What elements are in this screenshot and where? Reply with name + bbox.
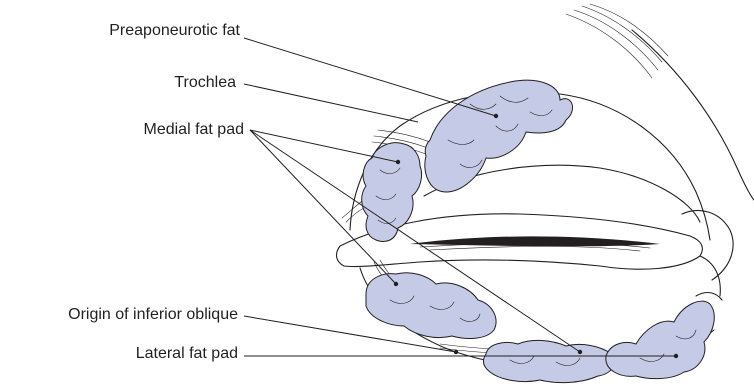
label-origin-inferior-oblique: Origin of inferior oblique xyxy=(68,306,238,324)
label-preaponeurotic-fat: Preaponeurotic fat xyxy=(109,22,240,40)
leader-trochlea xyxy=(244,84,418,122)
label-medial-fat-pad: Medial fat pad xyxy=(143,121,244,139)
lateral-fat-pad-shape xyxy=(483,301,714,382)
label-trochlea: Trochlea xyxy=(174,74,236,92)
leader-preaponeurotic-fat xyxy=(244,38,496,116)
leader-medial-fat-pad-1 xyxy=(250,130,398,162)
preaponeurotic-fat-shape xyxy=(425,80,573,192)
medial-fat-pad-shape xyxy=(362,143,422,242)
label-lateral-fat-pad: Lateral fat pad xyxy=(136,345,238,363)
